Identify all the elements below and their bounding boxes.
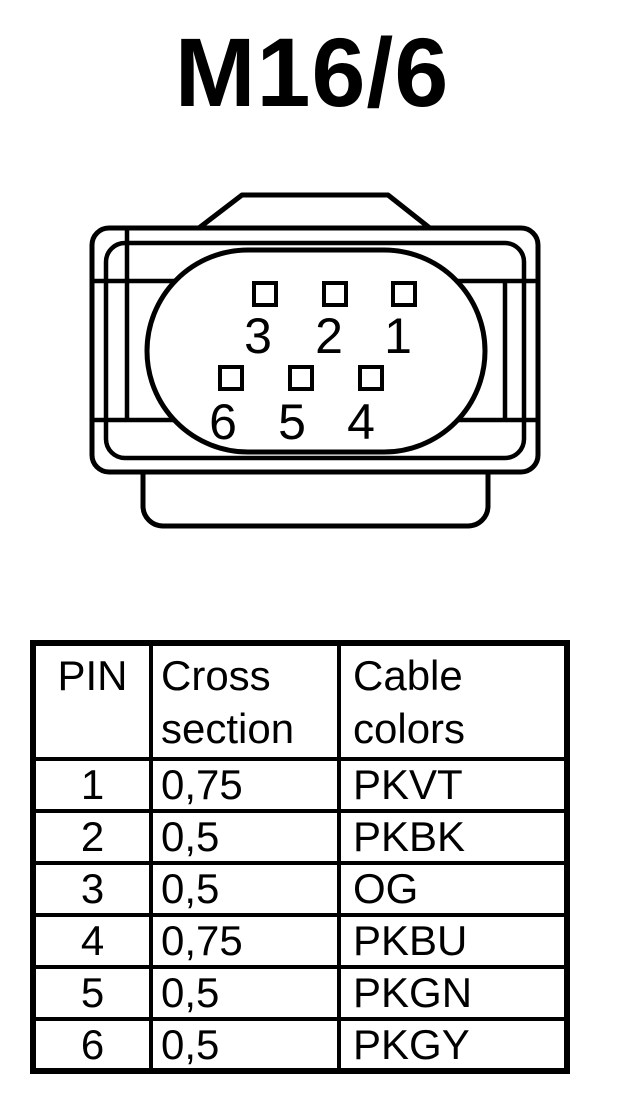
cell-cross-section: 0,75 [149, 913, 341, 969]
pin-square-1 [391, 281, 417, 307]
cell-pin: 5 [31, 965, 153, 1021]
page-title: M16/6 [174, 18, 450, 127]
pin-square-6 [218, 365, 244, 391]
header-pin: PIN [31, 641, 153, 761]
cell-cable-color: PKBK [337, 809, 569, 865]
pin-label-3: 3 [244, 308, 272, 364]
connector-face-diagram: 3 2 1 6 5 4 [89, 192, 541, 529]
cell-cable-color: PKVT [337, 757, 569, 813]
pin-square-5 [288, 365, 314, 391]
pin-square-2 [322, 281, 348, 307]
pin-label-4: 4 [347, 394, 375, 450]
cell-cross-section: 0,5 [149, 965, 341, 1021]
table-row: 5 0,5 PKGN [31, 965, 569, 1021]
cell-cable-color: PKGN [337, 965, 569, 1021]
pin-label-6: 6 [209, 394, 237, 450]
cell-cable-color: OG [337, 861, 569, 917]
header-cable-colors: Cable colors [337, 641, 569, 761]
pin-square-3 [252, 281, 278, 307]
cell-cable-color: PKBU [337, 913, 569, 969]
cell-cross-section: 0,75 [149, 757, 341, 813]
table-header-row: PIN Cross section Cable colors [31, 641, 569, 761]
cell-cable-color: PKGY [337, 1017, 569, 1073]
pin-square-4 [358, 365, 384, 391]
pinout-table: PIN Cross section Cable colors 1 0,75 PK… [30, 640, 570, 1074]
cell-cross-section: 0,5 [149, 1017, 341, 1073]
cell-pin: 4 [31, 913, 153, 969]
connector-inner-housing [103, 240, 527, 461]
table-row: 2 0,5 PKBK [31, 809, 569, 865]
cell-pin: 1 [31, 757, 153, 813]
pin-label-5: 5 [278, 394, 306, 450]
table-row: 3 0,5 OG [31, 861, 569, 917]
cell-pin: 2 [31, 809, 153, 865]
cell-pin: 3 [31, 861, 153, 917]
cell-pin: 6 [31, 1017, 153, 1073]
table-row: 6 0,5 PKGY [31, 1017, 569, 1073]
cell-cross-section: 0,5 [149, 809, 341, 865]
header-cross-section: Cross section [149, 641, 341, 761]
cell-cross-section: 0,5 [149, 861, 341, 917]
table-row: 1 0,75 PKVT [31, 757, 569, 813]
table-row: 4 0,75 PKBU [31, 913, 569, 969]
pin-label-2: 2 [315, 308, 343, 364]
pin-label-1: 1 [384, 308, 412, 364]
